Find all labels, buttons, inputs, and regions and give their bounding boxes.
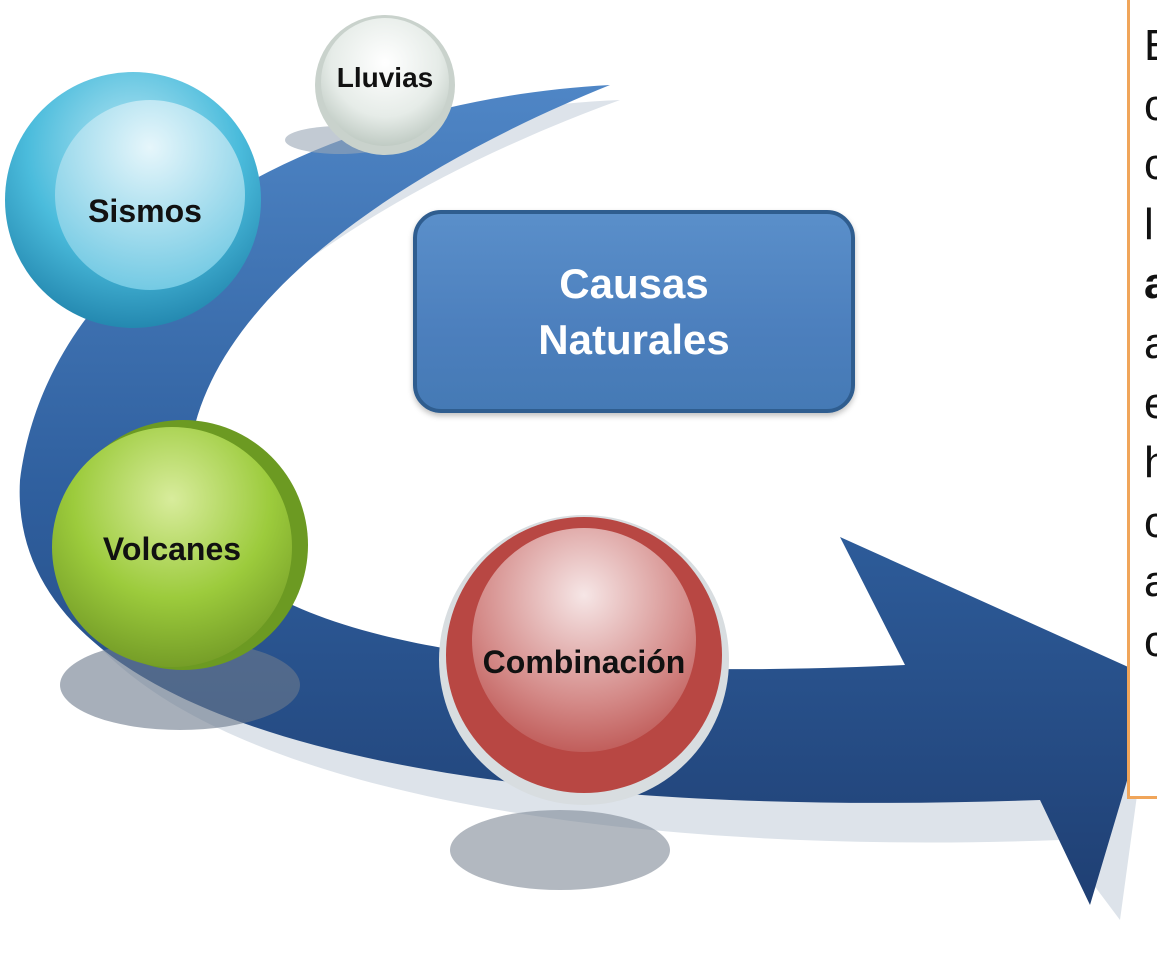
- node-lluvias: [315, 15, 455, 155]
- side-text-line: a: [1144, 314, 1157, 374]
- side-text-line: l: [1144, 199, 1154, 249]
- side-text-line: c: [1144, 76, 1157, 136]
- side-text-line: c: [1144, 612, 1157, 672]
- node-combinacion: [439, 515, 729, 805]
- volcanes-shadow: [60, 640, 300, 730]
- center-box: Causas Naturales: [413, 210, 855, 413]
- center-title: Causas Naturales: [538, 259, 730, 363]
- side-text-line: a: [1144, 254, 1157, 314]
- side-text-line: E: [1144, 16, 1157, 76]
- combinacion-shadow: [450, 810, 670, 890]
- side-text-line: c: [1144, 493, 1157, 553]
- side-text-body: E c c l a a e h c a c: [1144, 16, 1157, 672]
- side-text-line: h: [1144, 433, 1157, 493]
- side-text-line: a: [1144, 552, 1157, 612]
- node-volcanes: [52, 420, 308, 670]
- node-sismos: [5, 72, 261, 328]
- arrow-body: [19, 85, 1157, 905]
- node-volcanes-label: Volcanes: [102, 531, 242, 567]
- node-combinacion-label: Combinación: [482, 644, 686, 680]
- side-text-panel: E c c l a a e h c a c: [1127, 0, 1157, 799]
- side-text-line: c: [1144, 135, 1157, 195]
- node-sismos-label: Sismos: [88, 193, 202, 229]
- side-text-line: e: [1144, 374, 1157, 434]
- node-lluvias-label: Lluvias: [336, 62, 434, 93]
